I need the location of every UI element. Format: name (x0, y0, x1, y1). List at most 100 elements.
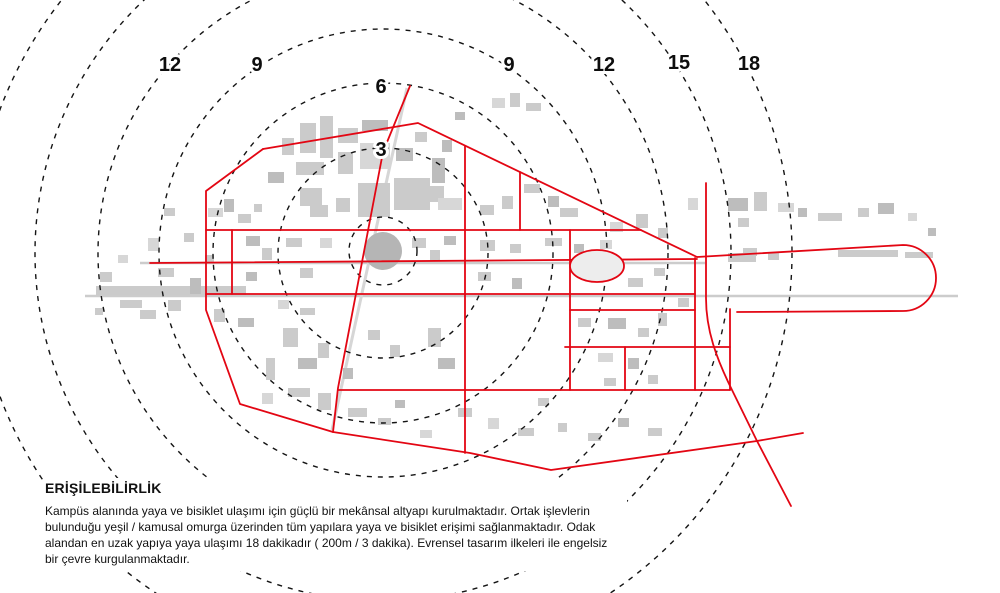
building (246, 272, 257, 281)
ring-circle-15 (34, 0, 732, 593)
building (905, 252, 933, 258)
section-body: Kampüs alanında yaya ve bisiklet ulaşımı… (45, 504, 608, 567)
building (438, 358, 455, 369)
building (420, 430, 432, 438)
ring-labels: 12 9 6 3 9 12 15 18 (156, 49, 763, 164)
building (610, 222, 623, 232)
ring-label-6: 6 (375, 76, 386, 98)
building (300, 188, 322, 206)
ring-label-15: 15 (668, 52, 690, 74)
building (928, 228, 936, 236)
building (778, 203, 794, 212)
building (362, 120, 388, 131)
building (336, 198, 350, 212)
ring-label-9-left: 9 (251, 54, 262, 76)
building (318, 343, 329, 358)
building (96, 286, 246, 295)
building (574, 244, 584, 253)
building (268, 172, 284, 183)
building (246, 236, 260, 246)
building (878, 203, 894, 214)
building (510, 244, 521, 253)
building (190, 278, 201, 294)
building (266, 358, 275, 380)
building (638, 328, 649, 337)
ring-circle-6 (212, 82, 554, 424)
building (412, 238, 426, 248)
building (214, 309, 225, 322)
building (238, 318, 254, 327)
building (648, 428, 662, 436)
building (432, 158, 445, 183)
building (368, 330, 380, 340)
building (768, 253, 779, 260)
ring-circle-18 (0, 0, 793, 593)
building (858, 208, 869, 217)
building (628, 358, 639, 369)
building (282, 138, 294, 155)
building (208, 208, 223, 217)
building (738, 218, 749, 227)
ring-label-18: 18 (738, 53, 760, 75)
building (518, 428, 534, 436)
building (320, 238, 332, 248)
building (678, 298, 689, 307)
building (158, 268, 174, 277)
building (658, 228, 668, 238)
building (728, 198, 748, 211)
building (648, 375, 658, 384)
building (205, 255, 214, 264)
route-east-road (705, 182, 792, 507)
building (628, 278, 643, 287)
building (320, 116, 333, 158)
route-east-loop (696, 244, 937, 313)
building (395, 400, 405, 408)
building (310, 205, 328, 217)
building (798, 208, 807, 217)
building (348, 408, 367, 417)
building (262, 248, 272, 260)
building (428, 328, 441, 347)
building (148, 238, 159, 251)
building (95, 308, 103, 315)
building (338, 152, 353, 174)
building (600, 240, 612, 249)
building (480, 205, 494, 215)
building (728, 253, 756, 262)
building (512, 278, 522, 289)
building (545, 238, 562, 246)
ring-circle-center (348, 216, 418, 286)
building (298, 358, 317, 369)
building (300, 308, 315, 315)
building (492, 98, 505, 108)
building (343, 368, 353, 379)
building (478, 272, 491, 281)
ring-label-3: 3 (375, 139, 386, 161)
building (283, 328, 298, 347)
ring-label-12-left: 12 (159, 54, 181, 76)
building (838, 250, 898, 257)
building (100, 272, 112, 282)
building (510, 93, 520, 107)
building (184, 233, 194, 242)
building (442, 140, 452, 152)
building (658, 313, 667, 326)
building (140, 310, 156, 319)
building (262, 393, 273, 404)
building (560, 208, 578, 217)
building (238, 214, 251, 223)
building (455, 112, 465, 120)
building (526, 103, 541, 111)
building (300, 123, 316, 153)
building (444, 236, 456, 245)
ring-label-12-right: 12 (593, 54, 615, 76)
route-top-edge (262, 122, 698, 258)
building (278, 300, 289, 309)
building (415, 132, 427, 142)
building (390, 345, 400, 357)
building (636, 214, 648, 228)
building (908, 213, 917, 221)
route-steep-road (332, 85, 411, 433)
